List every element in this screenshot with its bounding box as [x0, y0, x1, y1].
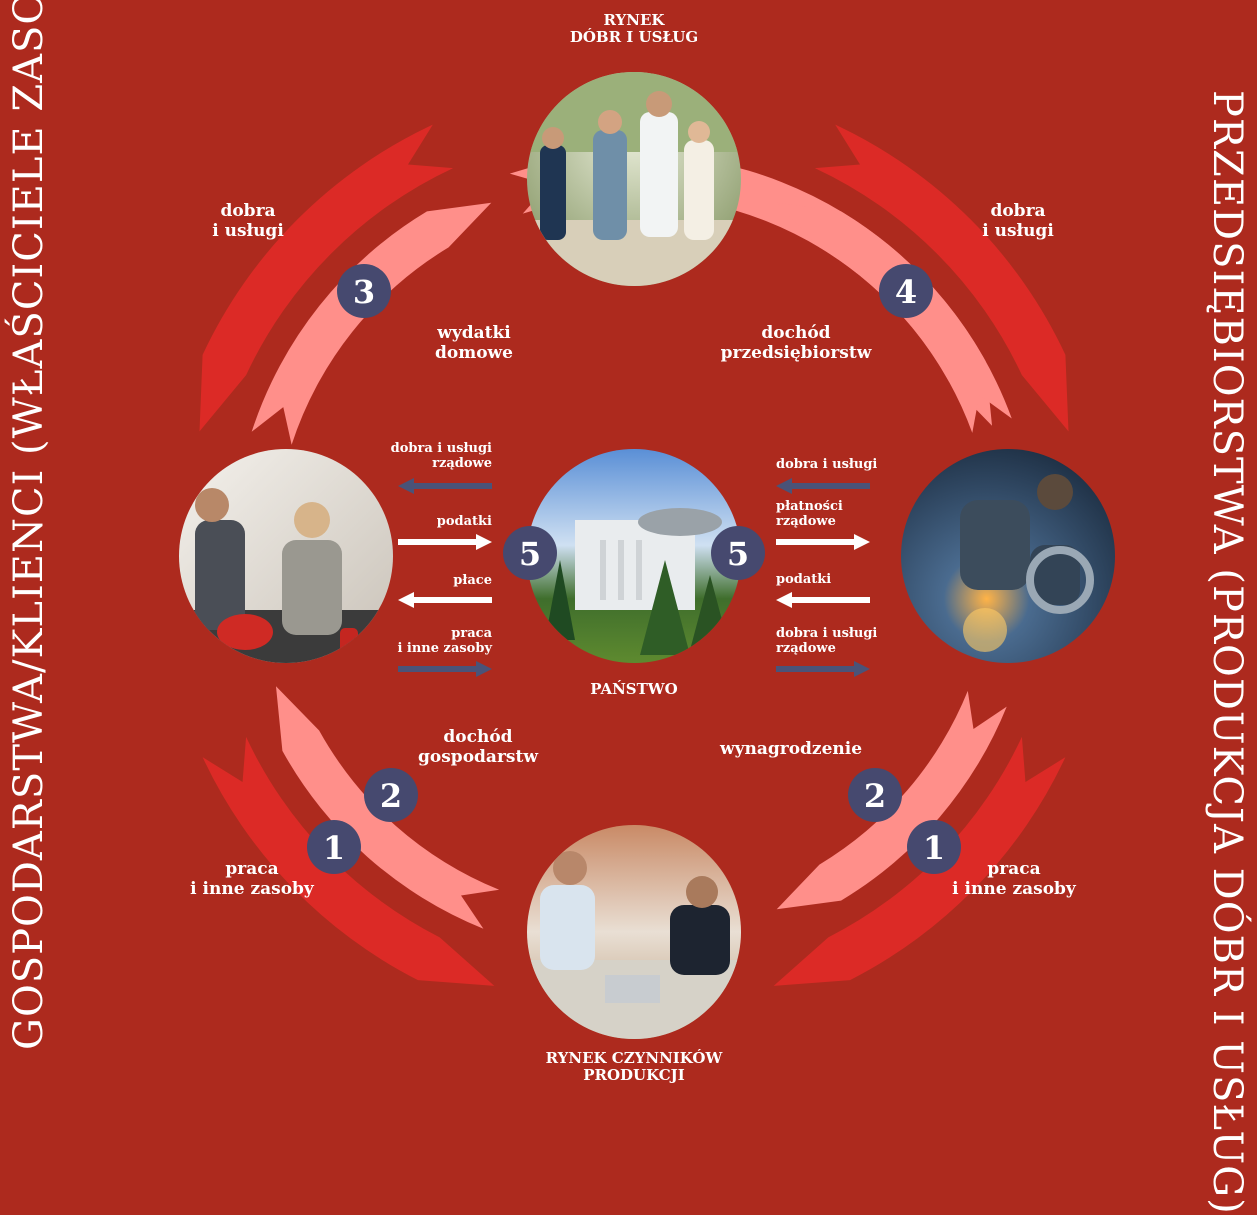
- flow-arrow-right-1-head: [776, 478, 792, 494]
- badge-number: 5: [727, 535, 749, 573]
- firms-photo: [901, 449, 1115, 663]
- label-br-inner: wynagrodzenie: [719, 739, 863, 759]
- state-right-flow-label: dobra i usługi rządowe: [776, 626, 878, 656]
- flow-arrow-left-4-head: [476, 661, 492, 677]
- badge-number: 3: [353, 273, 375, 311]
- flow-arrow-left-2-head: [476, 534, 492, 550]
- inner-arrow-households-to-goods: [251, 202, 492, 445]
- badge-number: 1: [323, 829, 345, 867]
- badge-tl: [337, 264, 391, 318]
- inner-arrow-firms-to-factors: [776, 690, 1007, 910]
- badge-number: 2: [864, 777, 886, 815]
- badge-number: 5: [519, 535, 541, 573]
- inner-arrow-firms-to-goods: [776, 202, 1012, 433]
- flow-arrow-left-1-head: [398, 478, 414, 494]
- flow-arrow-left-3: [414, 597, 492, 603]
- flow-arrow-right-1: [792, 483, 870, 489]
- label-tr-inner: dochód przedsiębiorstw: [720, 323, 872, 363]
- state-left-flow-label: podatki: [436, 514, 492, 529]
- badge-number: 4: [895, 273, 917, 311]
- badge-state_left: [503, 526, 557, 580]
- outer-arrows: [199, 124, 1069, 986]
- state-left-flow-label: dobra i usługi rządowe: [390, 441, 492, 471]
- flow-arrow-right-4-head: [854, 661, 870, 677]
- badge-number: 2: [380, 777, 402, 815]
- state-right-flow-label: płatności rządowe: [776, 499, 843, 529]
- flow-arrow-left-2: [398, 539, 476, 545]
- flow-arrow-right-4: [776, 666, 854, 672]
- flow-arrow-right-3: [792, 597, 870, 603]
- badge-br_outer: [907, 820, 961, 874]
- label-tl-outer: dobra i usługi: [212, 201, 284, 241]
- badge-state_right: [711, 526, 765, 580]
- state-title: PAŃSTWO: [590, 680, 678, 698]
- label-bl-inner: dochód gospodarstw: [418, 727, 538, 767]
- state-right-flow-label: dobra i usługi: [776, 457, 878, 472]
- label-bl-outer: praca i inne zasoby: [190, 859, 314, 899]
- inner-arrow-factors-to-households: [275, 686, 500, 929]
- flow-arrow-right-3-head: [776, 592, 792, 608]
- state-right-flow-label: podatki: [776, 572, 832, 587]
- badge-bl_inner: [364, 768, 418, 822]
- flow-arrow-left-1: [414, 483, 492, 489]
- factor-market-title: RYNEK CZYNNIKÓW PRODUKCJI: [545, 1049, 723, 1085]
- outer-arrow-firms-to-goods: [814, 124, 1069, 432]
- label-tl-inner: wydatki domowe: [434, 323, 513, 363]
- state-flow-arrows: [398, 478, 870, 677]
- outer-arrow-factors-to-firms: [773, 736, 1066, 986]
- flow-arrow-right-2: [776, 539, 854, 545]
- badge-bl_outer: [307, 820, 361, 874]
- goods-market-photo: [527, 72, 741, 286]
- state-left-flow-label: płace: [453, 573, 492, 588]
- outer-arrow-households-to-factors: [202, 736, 495, 986]
- flow-arrow-right-2-head: [854, 534, 870, 550]
- factor-market-photo: [527, 825, 741, 1039]
- badge-tr: [879, 264, 933, 318]
- flow-arrow-left-4: [398, 666, 476, 672]
- label-tr-outer: dobra i usługi: [982, 201, 1054, 241]
- state-photo: [527, 449, 741, 663]
- firms-side-title: PRZEDSIĘBIORSTWA (PRODUKCJA DÓBR I USŁUG…: [1204, 90, 1250, 1215]
- outer-arrow-goods-to-households: [199, 124, 454, 432]
- badge-number: 1: [923, 829, 945, 867]
- flow-arrow-left-3-head: [398, 592, 414, 608]
- badge-br_inner: [848, 768, 902, 822]
- state-left-flow-label: praca i inne zasoby: [397, 626, 492, 656]
- goods-market-title: RYNEK DÓBR I USŁUG: [569, 11, 699, 47]
- label-br-outer: praca i inne zasoby: [952, 859, 1076, 899]
- households-side-title: GOSPODARSTWA/KLIENCI (WŁAŚCICIELE ZASOBÓ…: [6, 0, 52, 1050]
